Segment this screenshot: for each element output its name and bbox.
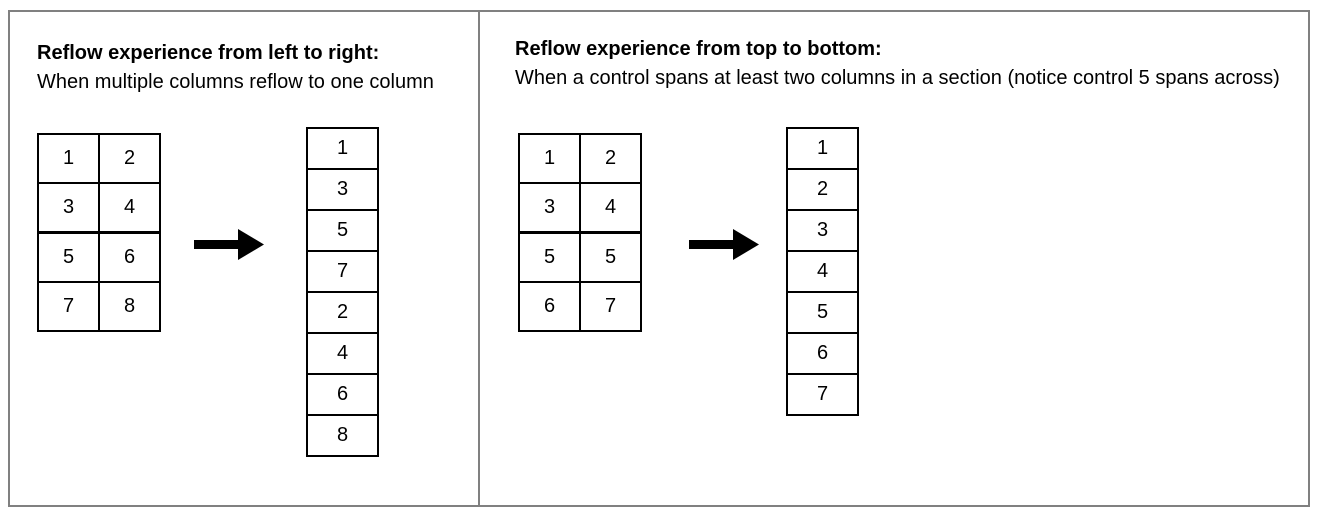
grid-cell: 7 xyxy=(37,281,100,332)
grid-cell: 3 xyxy=(786,209,859,252)
grid-row: 1 2 xyxy=(37,133,161,184)
grid-cell: 6 xyxy=(518,281,581,332)
grid-row: 5 xyxy=(306,209,379,252)
source-grid-2x4: 1 2 3 4 5 6 7 8 xyxy=(37,133,161,332)
grid-row: 5 6 xyxy=(37,231,161,283)
grid-cell: 2 xyxy=(786,168,859,211)
grid-cell: 5 xyxy=(786,291,859,334)
grid-row: 1 2 xyxy=(518,133,642,184)
grid-cell: 5 xyxy=(518,231,581,283)
grid-row: 7 8 xyxy=(37,281,161,332)
grid-row: 5 5 xyxy=(518,231,642,283)
grid-row: 6 xyxy=(786,332,859,375)
grid-cell: 3 xyxy=(306,168,379,211)
panel-subtitle: When multiple columns reflow to one colu… xyxy=(37,71,434,93)
grid-cell: 8 xyxy=(306,414,379,457)
grid-cell: 6 xyxy=(786,332,859,375)
grid-row: 4 xyxy=(786,250,859,293)
panel-divider xyxy=(478,10,480,507)
right-arrow-icon xyxy=(193,227,265,261)
grid-cell: 5 xyxy=(579,231,642,283)
right-arrow-icon xyxy=(688,227,760,261)
result-column: 1 3 5 7 2 4 6 8 xyxy=(306,127,379,457)
grid-cell: 3 xyxy=(37,182,100,234)
grid-cell: 6 xyxy=(98,231,161,283)
grid-row: 6 7 xyxy=(518,281,642,332)
grid-row: 5 xyxy=(786,291,859,334)
grid-cell: 7 xyxy=(579,281,642,332)
grid-row: 3 4 xyxy=(518,182,642,234)
grid-cell: 2 xyxy=(98,133,161,184)
grid-row: 7 xyxy=(306,250,379,293)
grid-row: 3 4 xyxy=(37,182,161,234)
grid-cell: 5 xyxy=(37,231,100,283)
grid-cell: 7 xyxy=(306,250,379,293)
panel-title: Reflow experience from top to bottom: xyxy=(515,38,882,60)
grid-cell: 2 xyxy=(579,133,642,184)
panel-subtitle: When a control spans at least two column… xyxy=(515,67,1280,89)
grid-cell: 2 xyxy=(306,291,379,334)
panel-title: Reflow experience from left to right: xyxy=(37,42,380,64)
grid-cell: 4 xyxy=(786,250,859,293)
outer-frame xyxy=(8,10,1310,507)
grid-row: 4 xyxy=(306,332,379,375)
grid-row: 6 xyxy=(306,373,379,416)
grid-cell: 1 xyxy=(518,133,581,184)
grid-cell: 3 xyxy=(518,182,581,234)
grid-cell: 5 xyxy=(306,209,379,252)
grid-cell: 6 xyxy=(306,373,379,416)
grid-cell: 1 xyxy=(306,127,379,170)
grid-row: 1 xyxy=(306,127,379,170)
grid-cell: 7 xyxy=(786,373,859,416)
source-grid-2x4: 1 2 3 4 5 5 6 7 xyxy=(518,133,642,332)
grid-row: 3 xyxy=(306,168,379,211)
result-column: 1 2 3 4 5 6 7 xyxy=(786,127,859,416)
grid-row: 3 xyxy=(786,209,859,252)
grid-row: 2 xyxy=(786,168,859,211)
grid-row: 1 xyxy=(786,127,859,170)
grid-cell: 8 xyxy=(98,281,161,332)
grid-row: 2 xyxy=(306,291,379,334)
grid-cell: 4 xyxy=(579,182,642,234)
grid-row: 8 xyxy=(306,414,379,457)
grid-cell: 1 xyxy=(37,133,100,184)
grid-cell: 4 xyxy=(98,182,161,234)
grid-cell: 4 xyxy=(306,332,379,375)
grid-cell: 1 xyxy=(786,127,859,170)
grid-row: 7 xyxy=(786,373,859,416)
